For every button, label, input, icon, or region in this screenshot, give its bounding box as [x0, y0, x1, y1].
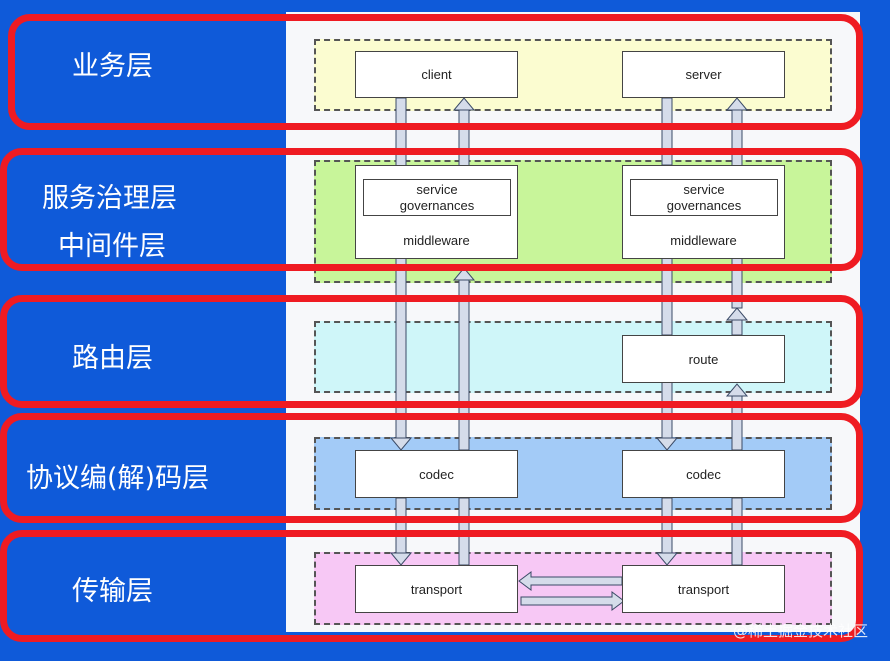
left-panel: [0, 0, 286, 661]
transport-left-box: transport: [355, 565, 518, 613]
frame-governance: [0, 148, 863, 271]
service-governances-right: service governances: [630, 179, 778, 216]
middleware-left-label: middleware: [403, 233, 470, 248]
layer-label-business: 业务层: [72, 51, 153, 82]
layer-label-transport: 传输层: [72, 576, 153, 607]
codec-right-box: codec: [622, 450, 785, 498]
codec-left-box: codec: [355, 450, 518, 498]
layer-label-routing: 路由层: [72, 343, 153, 374]
sg-right-line2: governances: [666, 198, 742, 213]
sg-left-line2: governances: [399, 198, 475, 213]
layer-label-protocol: 协议编(解)码层: [26, 463, 210, 494]
layer-label-middleware: 中间件层: [58, 231, 166, 262]
route-box: route: [622, 335, 785, 383]
right-strip: [860, 0, 890, 661]
frame-business: [8, 14, 863, 130]
client-box: client: [355, 51, 518, 98]
service-governances-left: service governances: [363, 179, 511, 216]
frame-routing: [0, 295, 863, 408]
sg-right-line1: service: [683, 182, 725, 197]
frame-transport: [0, 530, 863, 642]
server-box: server: [622, 51, 785, 98]
transport-right-box: transport: [622, 565, 785, 613]
middleware-right-label: middleware: [670, 233, 737, 248]
frame-protocol: [0, 413, 863, 523]
layer-label-governance: 服务治理层: [42, 183, 177, 214]
watermark: @稀土掘金技术社区: [732, 622, 868, 640]
sg-left-line1: service: [416, 182, 458, 197]
